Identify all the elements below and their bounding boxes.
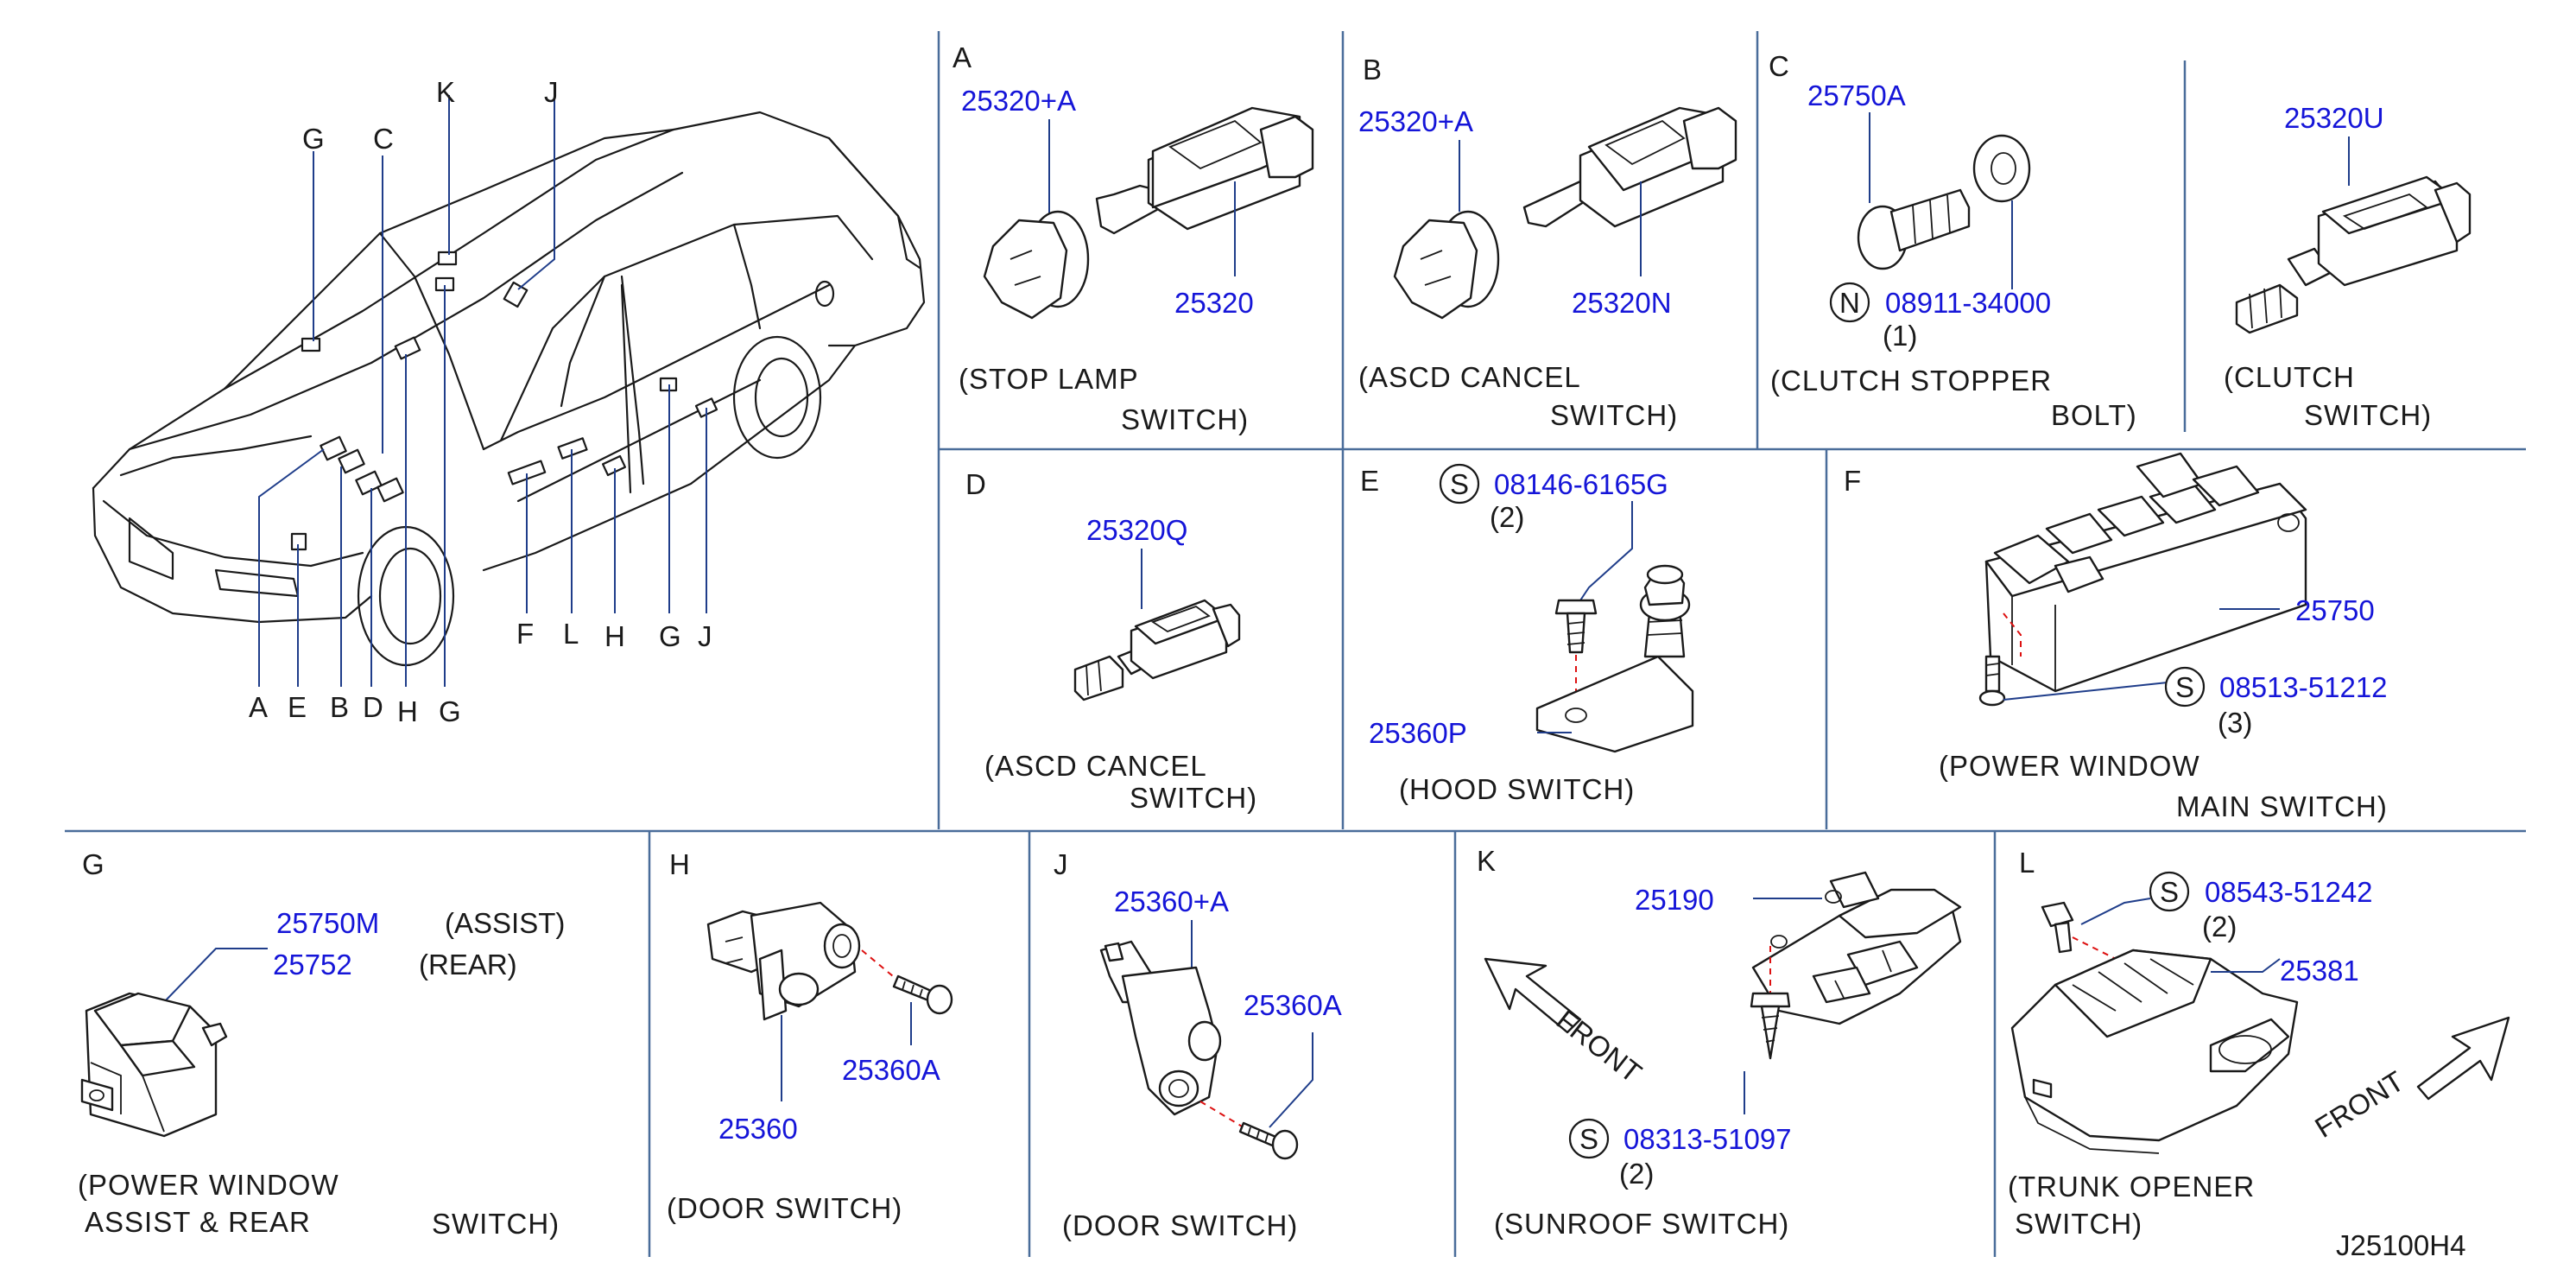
diagram-code: J25100H4: [2336, 1229, 2465, 1261]
overview-letter: H: [604, 620, 625, 652]
part-number: 25360P: [1369, 717, 1467, 749]
caption-line: SWITCH): [1130, 782, 1257, 814]
part-number: 25320+A: [1358, 105, 1473, 137]
part-number: 08313-51097: [1623, 1123, 1792, 1155]
overview-letter: J: [544, 76, 559, 108]
quantity: (1): [1883, 320, 1917, 352]
panel-d-ascd-cancel-switch: D 25320Q (ASCD CANCEL SWITCH): [965, 468, 1257, 814]
front-label: FRONT: [1551, 1003, 1648, 1088]
overview-letter: D: [363, 691, 383, 723]
panel-h-door-switch: H 25360 25360A (DOOR SWITCH): [667, 848, 953, 1224]
overview-letter: E: [288, 691, 307, 723]
caption-line: (POWER WINDOW: [78, 1169, 339, 1201]
part-number: 25320: [1174, 287, 1254, 319]
overview-letter: L: [563, 618, 579, 650]
caption-line: (SUNROOF SWITCH): [1494, 1208, 1789, 1240]
part-number: 08513-51212: [2219, 671, 2388, 703]
panel-grid: [65, 31, 2526, 1257]
caption-line: (CLUTCH STOPPER: [1770, 365, 2052, 397]
overview-letter: K: [436, 76, 455, 108]
panel-e-hood-switch: E S 08146-6165G (2) 25360P (HOOD SWITCH): [1360, 463, 1694, 805]
part-number: 25381: [2280, 955, 2359, 987]
panel-c-clutch-stopper-bolt: C 25750A N 08911-34000 (1) (CLUTCH STOPP…: [1769, 50, 2137, 431]
part-note: (ASSIST): [445, 907, 565, 939]
panel-b-ascd-cancel-switch: B 25320+A 25320N (ASCD CANCEL SWITCH): [1358, 54, 1737, 431]
part-number: 25360A: [1244, 989, 1342, 1021]
quantity: (3): [2218, 707, 2252, 739]
overview-letter: G: [302, 123, 325, 155]
caption-line: SWITCH): [2304, 399, 2432, 431]
caption-line: (POWER WINDOW: [1939, 750, 2200, 782]
caption-line: SWITCH): [1121, 403, 1249, 435]
symbol-s: S: [2175, 671, 2194, 703]
overview-letter: F: [516, 618, 534, 650]
quantity: (2): [1619, 1158, 1654, 1190]
part-number: 25360: [718, 1113, 798, 1145]
overview-letter: C: [373, 123, 394, 155]
part-number: 25320N: [1572, 287, 1672, 319]
quantity: (2): [1490, 501, 1524, 533]
quantity: (2): [2202, 911, 2237, 942]
caption-line: (DOOR SWITCH): [667, 1192, 902, 1224]
overview-letter: G: [659, 620, 681, 652]
symbol-s: S: [2160, 876, 2179, 908]
part-number: 25750: [2295, 594, 2375, 626]
overview-letter: B: [330, 691, 349, 723]
panel-letter: L: [2019, 847, 2035, 879]
car-overview: G C K J A E B D H G F L H G J: [92, 76, 926, 727]
part-number: 08146-6165G: [1494, 468, 1668, 500]
caption-line: (TRUNK OPENER: [2008, 1171, 2255, 1203]
front-label: FRONT: [2309, 1064, 2409, 1144]
part-number: 25320Q: [1086, 514, 1187, 546]
part-number: 25752: [273, 949, 352, 981]
panel-a-stop-lamp-switch: A 25320+A 25320 (STOP LAMP SWITCH): [953, 41, 1314, 435]
part-note: (REAR): [419, 949, 517, 981]
caption-line: MAIN SWITCH): [2176, 790, 2388, 822]
caption-line: SWITCH): [432, 1208, 560, 1240]
part-number: 25360+A: [1114, 885, 1229, 917]
panel-letter: J: [1054, 848, 1068, 880]
overview-letter: J: [698, 620, 712, 652]
panel-letter: K: [1477, 845, 1496, 877]
symbol-n: N: [1839, 287, 1860, 319]
caption-line: (STOP LAMP: [959, 363, 1139, 395]
symbol-s: S: [1450, 468, 1469, 500]
caption-line: (ASCD CANCEL: [1358, 361, 1581, 393]
panel-f-power-window-main-switch: F 25750 S 08513-51212 (3) (POWER WINDOW …: [1844, 452, 2388, 822]
overview-letter: A: [249, 691, 268, 723]
panel-letter: E: [1360, 465, 1379, 497]
part-number: 25750M: [276, 907, 379, 939]
panel-l-trunk-opener-switch: L S 08543-51242 (2) 25381 FRONT (TRUNK O…: [2008, 847, 2510, 1240]
panel-letter: B: [1363, 54, 1382, 86]
part-number: 25320U: [2284, 102, 2384, 134]
overview-letter: H: [397, 695, 418, 727]
panel-letter: A: [953, 41, 972, 73]
panel-c-clutch-switch: 25320U (CLUTCH SWITCH): [2224, 102, 2472, 431]
part-number: 08543-51242: [2205, 876, 2373, 908]
panel-letter: G: [82, 848, 104, 880]
symbol-s: S: [1579, 1123, 1598, 1155]
caption-line: SWITCH): [2015, 1208, 2142, 1240]
overview-letter: G: [439, 695, 461, 727]
panel-g-power-window-assist-rear-switch: G 25750M (ASSIST) 25752 (REAR) (POWER WI…: [78, 848, 565, 1240]
caption-line: (DOOR SWITCH): [1062, 1209, 1298, 1241]
panel-letter: H: [669, 848, 690, 880]
part-number: 25360A: [842, 1054, 940, 1086]
part-number: 08911-34000: [1885, 287, 2051, 319]
panel-k-sunroof-switch: K 25190 S 08313-51097 (2) FRONT (SUNROOF…: [1477, 845, 1962, 1240]
panel-letter: C: [1769, 50, 1789, 82]
caption-line: (ASCD CANCEL: [984, 750, 1207, 782]
caption-line: ASSIST & REAR: [85, 1206, 311, 1238]
caption-line: (HOOD SWITCH): [1399, 773, 1635, 805]
part-number: 25320+A: [961, 85, 1076, 117]
part-number: 25750A: [1807, 79, 1906, 111]
caption-line: (CLUTCH: [2224, 361, 2355, 393]
panel-letter: D: [965, 468, 986, 500]
part-number: 25190: [1635, 884, 1714, 916]
caption-line: BOLT): [2051, 399, 2137, 431]
panel-j-door-switch: J 25360+A 25360A (DOOR SWITCH): [1054, 848, 1342, 1241]
panel-letter: F: [1844, 465, 1861, 497]
caption-line: SWITCH): [1550, 399, 1678, 431]
